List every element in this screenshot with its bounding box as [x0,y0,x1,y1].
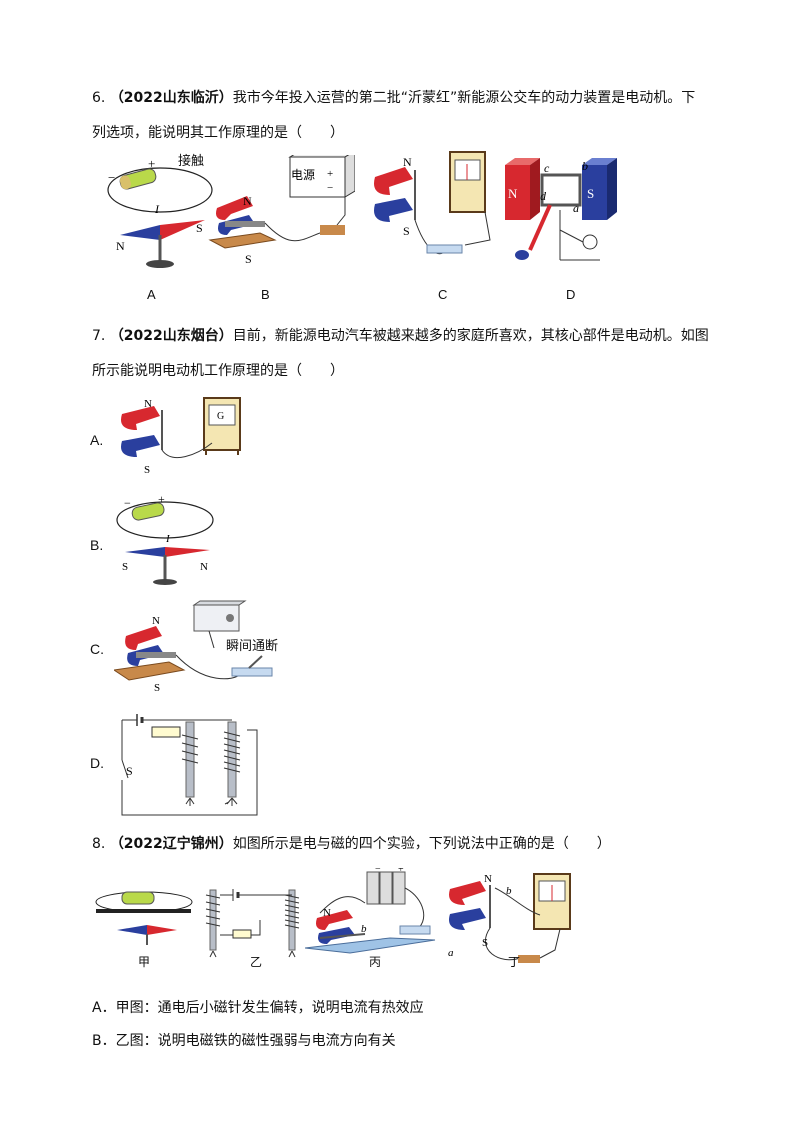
q7a-n: N [144,398,152,410]
q6-line1: 6. （2022山东临沂）我市今年投入运营的第二批“沂蒙红”新能源公交车的动力装… [92,91,695,105]
q7-option-d-label[interactable]: D. [90,755,104,771]
q6a-current: I [154,202,160,216]
q6-stem-2: 列选项，能说明其工作原理的是（ ） [92,125,344,141]
q6-label-d: D [566,287,576,302]
q6b-plus: + [327,168,333,180]
q7-number: 7. [92,328,106,344]
q6d-n: N [508,186,518,201]
q7-line2: 所示能说明电动机工作原理的是（ ） [92,364,344,378]
q8-bing-plus: + [398,868,404,875]
q6a-plus: + [148,156,155,171]
q8-option-b[interactable]: B．乙图：说明电磁铁的磁性强弱与电流方向有关 [92,1033,396,1049]
q7-stem-1: 目前，新能源电动汽车被越来越多的家庭所喜欢，其核心部件是电动机。如图 [232,328,709,344]
q8-figure-ding: N S b a [448,873,571,963]
q6b-power: 电源 [291,168,315,182]
q8-figure-bing: − + N b [305,868,436,954]
q6a-n: N [116,239,125,253]
q6-figure-c: N S [374,151,491,255]
q8-label-bing: 丙 [369,955,382,969]
q8-ding-s: S [482,937,488,949]
q7a-s: S [144,464,150,476]
q6d-b: b [582,159,588,173]
q8-label-ding: 丁 [508,955,521,969]
q8-stem-1: 如图所示是电与磁的四个实验，下列说法中正确的是（ ） [232,836,611,852]
q6a-minus: − [108,170,115,185]
q6-figure-d: N S c b a d [505,158,617,261]
q6-line2: 列选项，能说明其工作原理的是（ ） [92,126,344,140]
q8-ding-n: N [484,873,492,885]
q7b-n: N [200,561,208,573]
q8-ding-b: b [506,885,512,897]
q8-line1: 8. （2022辽宁锦州）如图所示是电与磁的四个实验，下列说法中正确的是（ ） [92,837,611,851]
q8-bing-n: N [323,907,331,919]
q6a-s: S [196,221,203,235]
q7-option-c-label[interactable]: C. [90,641,104,657]
q6d-a: a [573,201,579,215]
q8-source: （2022辽宁锦州） [109,836,233,852]
q6b-n: N [243,194,252,208]
q6-touch-label: 接触 [178,153,205,168]
q8-bing-minus: − [375,868,381,875]
q8-label-yi: 乙 [250,955,263,969]
q6b-s: S [245,252,252,266]
q7-option-b-label[interactable]: B. [90,537,104,553]
q6-figure-a: + − I N S [107,156,213,268]
q7-option-b-figure[interactable]: + − I S N [110,495,220,595]
q6d-c: c [544,161,550,175]
q6-label-a: A [147,287,156,302]
q8-number: 8. [92,836,106,852]
q6d-d: d [540,189,547,203]
q8-label-jia: 甲 [138,955,151,969]
q6-label-c: C [438,287,448,302]
q6c-n: N [403,155,412,169]
q8-figure-yi [205,889,300,958]
q7b-current: I [165,533,171,545]
q8-option-a[interactable]: A．甲图：通电后小磁针发生偏转，说明电流有热效应 [92,1000,424,1016]
q7c-s: S [154,682,160,694]
q8-bing-b: b [361,923,367,935]
q7b-minus: − [124,496,131,510]
q7-line1: 7. （2022山东烟台）目前，新能源电动汽车被越来越多的家庭所喜欢，其核心部件… [92,329,709,343]
q7b-plus: + [158,495,165,506]
q8-figure-jia [95,891,193,945]
q8-ding-a: a [448,947,454,959]
q6-stem-1: 我市今年投入运营的第二批“沂蒙红”新能源公交车的动力装置是电动机。下 [232,90,696,106]
q7a-g: G [217,411,224,422]
q7-stem-2: 所示能说明电动机工作原理的是（ ） [92,363,344,379]
q6-source: （2022山东临沂） [109,90,233,106]
q7-option-c-figure[interactable]: N S [114,600,284,695]
q7-option-d-figure[interactable]: S [112,710,262,820]
q7d-s: S [126,764,133,778]
q7b-s: S [122,561,128,573]
q7-option-a-label[interactable]: A. [90,432,104,448]
q6-figure-b: 电源 + − N S [208,155,355,266]
q7c-switch-text: 瞬间通断 [226,638,279,653]
q7-option-a-figure[interactable]: N S G [112,395,247,480]
q6-number: 6. [92,90,106,106]
q7c-n: N [152,615,160,627]
q6b-minus: − [327,182,333,194]
q7-source: （2022山东烟台） [109,328,233,344]
q6-label-b: B [261,287,270,302]
q6c-s: S [403,224,410,238]
q6d-s: S [587,186,594,201]
